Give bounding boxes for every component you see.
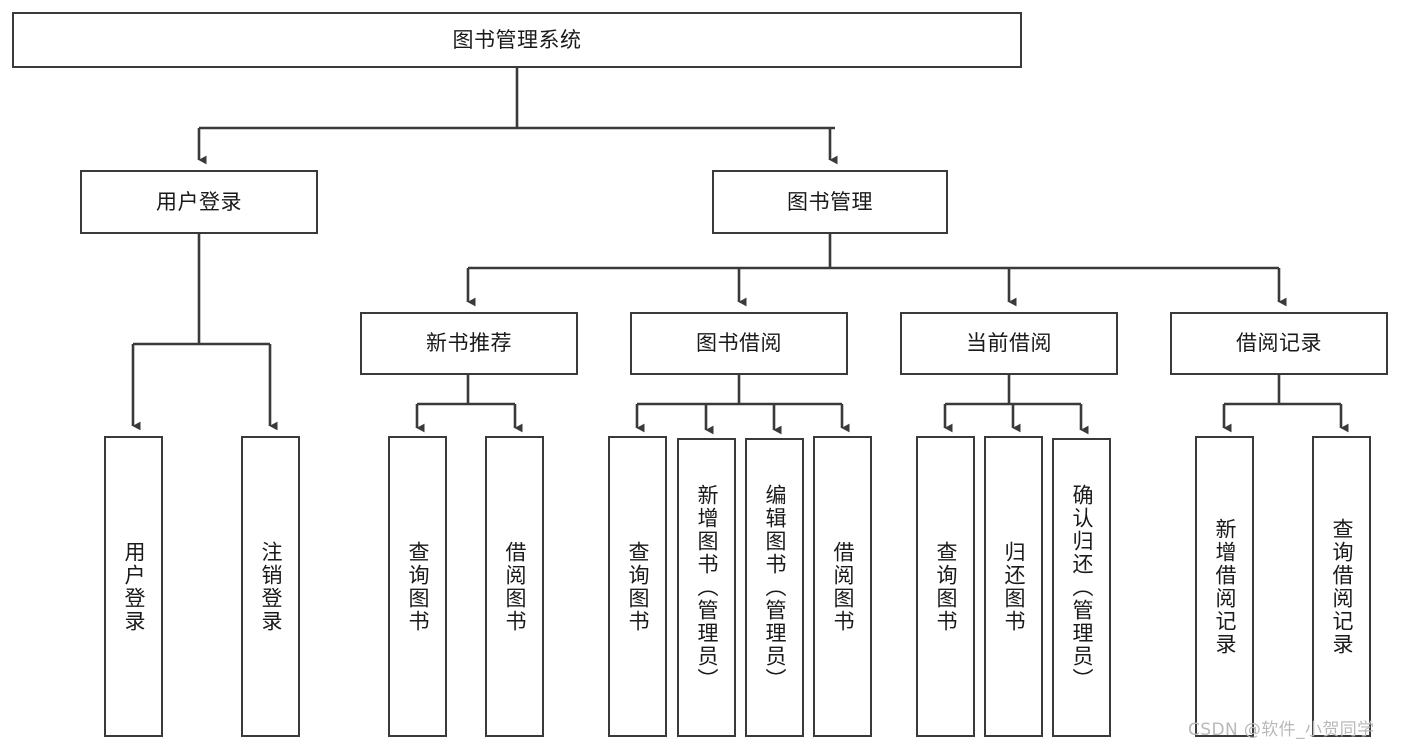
leaf-logout-label: 注销登录 xyxy=(259,540,283,633)
node-current-borrow-label: 当前借阅 xyxy=(966,331,1052,356)
node-root-label: 图书管理系统 xyxy=(452,27,582,52)
leaf-logout[interactable]: 注销登录 xyxy=(241,436,300,737)
leaf-edit-book-admin[interactable]: 编辑图书（管理员） xyxy=(745,438,804,737)
leaf-query-book-current[interactable]: 查询图书 xyxy=(916,436,975,737)
leaf-query-book-borrow[interactable]: 查询图书 xyxy=(608,436,667,737)
leaf-borrow-book-recommend-label: 借阅图书 xyxy=(503,540,527,633)
node-user-login-label: 用户登录 xyxy=(156,189,242,214)
leaf-add-book-admin[interactable]: 新增图书（管理员） xyxy=(677,438,736,737)
node-user-login[interactable]: 用户登录 xyxy=(80,170,318,234)
leaf-user-login[interactable]: 用户登录 xyxy=(104,436,163,737)
leaf-add-book-admin-label: 新增图书（管理员） xyxy=(695,484,719,691)
leaf-return-book-label: 归还图书 xyxy=(1002,540,1026,633)
node-new-book-recommend[interactable]: 新书推荐 xyxy=(360,312,578,375)
leaf-query-borrow-record-label: 查询借阅记录 xyxy=(1330,517,1354,656)
node-current-borrow[interactable]: 当前借阅 xyxy=(900,312,1118,375)
leaf-query-book-recommend[interactable]: 查询图书 xyxy=(388,436,447,737)
leaf-confirm-return-admin-label: 确认归还（管理员） xyxy=(1070,484,1094,691)
leaf-query-borrow-record[interactable]: 查询借阅记录 xyxy=(1312,436,1371,737)
node-book-manage-label: 图书管理 xyxy=(787,189,873,214)
leaf-add-borrow-record[interactable]: 新增借阅记录 xyxy=(1195,436,1254,737)
node-root[interactable]: 图书管理系统 xyxy=(12,12,1022,68)
leaf-borrow-book-borrow[interactable]: 借阅图书 xyxy=(813,436,872,737)
node-book-manage[interactable]: 图书管理 xyxy=(712,170,948,234)
node-new-book-recommend-label: 新书推荐 xyxy=(426,331,512,356)
leaf-borrow-book-borrow-label: 借阅图书 xyxy=(831,540,855,633)
node-book-borrow[interactable]: 图书借阅 xyxy=(630,312,848,375)
leaf-edit-book-admin-label: 编辑图书（管理员） xyxy=(763,484,787,691)
leaf-user-login-label: 用户登录 xyxy=(122,540,146,633)
node-book-borrow-label: 图书借阅 xyxy=(696,331,782,356)
node-borrow-record-label: 借阅记录 xyxy=(1236,331,1322,356)
leaf-confirm-return-admin[interactable]: 确认归还（管理员） xyxy=(1052,438,1111,737)
leaf-borrow-book-recommend[interactable]: 借阅图书 xyxy=(485,436,544,737)
leaf-query-book-recommend-label: 查询图书 xyxy=(406,540,430,633)
leaf-query-book-current-label: 查询图书 xyxy=(934,540,958,633)
leaf-query-book-borrow-label: 查询图书 xyxy=(626,540,650,633)
leaf-return-book[interactable]: 归还图书 xyxy=(984,436,1043,737)
node-borrow-record[interactable]: 借阅记录 xyxy=(1170,312,1388,375)
leaf-add-borrow-record-label: 新增借阅记录 xyxy=(1213,517,1237,656)
watermark: CSDN @软件_小贺同学 xyxy=(1188,720,1375,740)
